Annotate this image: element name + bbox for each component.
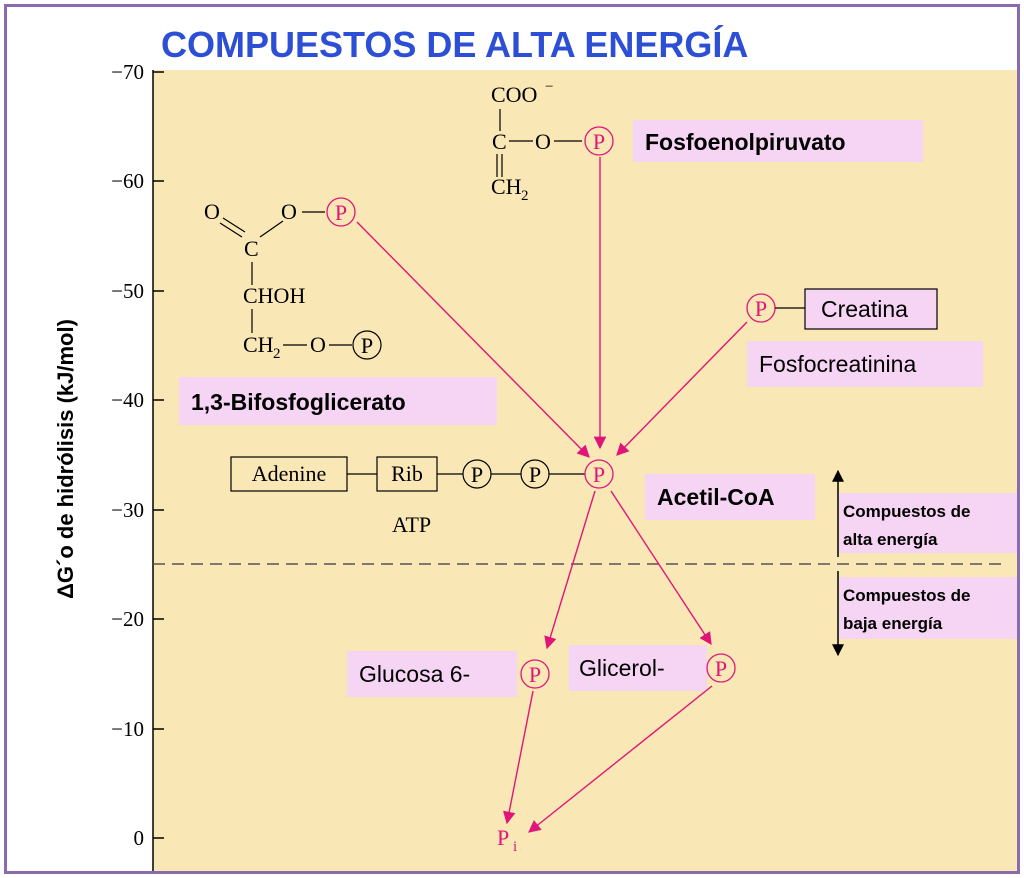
y-axis-ticks [153,71,164,839]
atp-adenine-label: Adenine [252,461,327,486]
y-axis-label: ΔG´o de hidrólisis (kJ/mol) [53,319,78,599]
g3p-phosphate-label: P [715,656,727,681]
bpg-structure: O O C CHOH CH 2 O [204,199,352,362]
pcr-label-bg [747,341,983,387]
bpg-label-bg [179,377,497,425]
bpg-phosphate-1-label: P [335,200,347,225]
bpg-phosphate-2-label: P [361,333,373,358]
atp-label: ATP [392,512,431,537]
tick-label-minus20: −20 [111,607,144,631]
atp-phosphate-gamma [584,459,614,489]
pep-charge: − [545,79,553,95]
inorganic-phosphate-sub: i [513,839,517,855]
bpg-label: 1,3-Bifosfoglicerato [191,389,406,415]
transfer-arrows [356,157,748,833]
pep-phosphate [584,126,614,156]
pep-methylene: CH [491,174,522,199]
diagram-frame: COMPUESTOS DE ALTA ENERGÍA −70 −60 −50 −… [4,4,1020,874]
tick-label-minus30: −30 [111,498,144,522]
g3p-label-bg [569,645,707,691]
arrow-atp-to-g6p [544,490,596,650]
low-energy-label-bg [839,577,1017,639]
pep-structure: COO − C O CH 2 [491,79,582,204]
atp-phosphate-gamma-label: P [593,462,605,487]
tick-label-minus40: −40 [111,388,144,412]
high-energy-label-line1: Compuestos de [843,502,971,521]
high-energy-label-bg [839,493,1017,553]
atp-phosphate-beta-label: P [529,462,541,487]
pcr-label: Fosfocreatinina [759,351,916,377]
bpg-carbonyl-oxygen: O [204,199,220,224]
arrow-g3p-to-pi [528,685,713,833]
pcr-phosphate-label: P [755,296,767,321]
bpg-phosphate-2 [352,330,382,360]
atp-phosphate-alpha-label: P [471,462,483,487]
bpg-methylene-sub: 2 [273,346,281,362]
atp-ribose-label: Rib [391,461,423,486]
arrow-bpg-to-atp [356,221,590,458]
g6p-phosphate [520,659,550,689]
page-title: COMPUESTOS DE ALTA ENERGÍA [161,24,748,65]
low-energy-label-line2: baja energía [843,614,943,633]
pep-oxygen: O [535,129,551,154]
pep-methylene-sub: 2 [521,188,529,204]
pcr-creatina-label: Creatina [821,296,908,322]
acetyl-label: Acetil-CoA [657,484,775,510]
pep-carboxylate: COO [491,82,537,107]
g3p-phosphate [706,653,736,683]
g6p-label-bg [347,651,517,697]
tick-label-minus50: −50 [111,279,144,303]
pep-label: Fosfoenolpiruvato [645,129,846,155]
pcr-creatina-box [804,288,938,330]
tick-label-minus10: −10 [111,717,144,741]
high-energy-label-line2: alta energía [843,530,938,549]
inorganic-phosphate-label: P [497,825,509,850]
pep-label-bg [633,120,923,162]
bpg-phosphate-1 [326,197,356,227]
tick-label-minus60: −60 [111,169,144,193]
g6p-label: Glucosa 6- [359,661,470,687]
arrow-g6p-to-pi [503,690,534,825]
tick-label-minus70: −70 [111,60,144,84]
pep-phosphate-label: P [593,129,605,154]
bpg-carbon: C [244,236,259,261]
tick-label-0: 0 [134,826,145,850]
g6p-phosphate-label: P [529,662,541,687]
acetyl-label-bg [645,474,815,520]
low-energy-label-line1: Compuestos de [843,586,971,605]
energy-diagram: COMPUESTOS DE ALTA ENERGÍA −70 −60 −50 −… [53,24,1017,871]
bpg-chain: CHOH [243,283,305,308]
bpg-methylene: CH [243,332,274,357]
arrow-atp-to-g3p [610,490,712,646]
arrow-pcr-to-atp [616,321,748,456]
bpg-oxygen-2: O [310,332,326,357]
bpg-ester-oxygen: O [281,199,297,224]
g3p-label: Glicerol- [579,655,665,681]
pep-carbon: C [492,129,507,154]
